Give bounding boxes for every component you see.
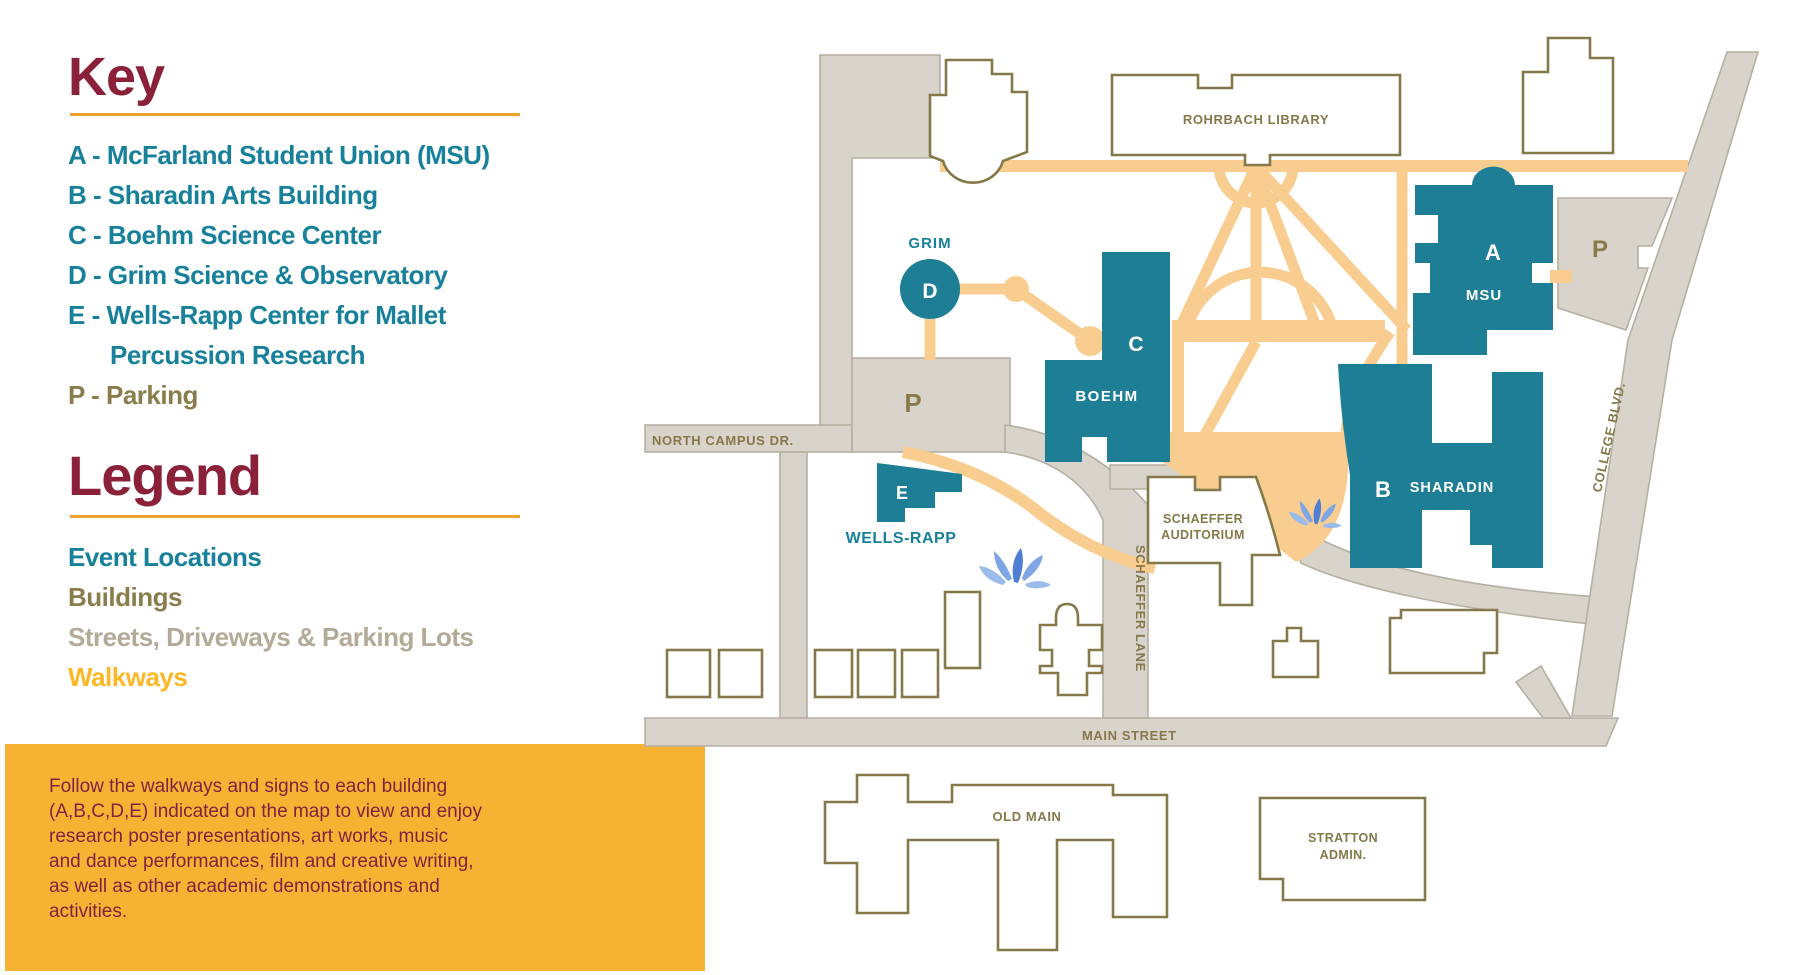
- note-box: Follow the walkways and signs to each bu…: [5, 744, 705, 971]
- note-line: and dance performances, film and creativ…: [49, 851, 474, 872]
- walkway-node-2: [1075, 326, 1105, 356]
- label-parking-main: P: [904, 388, 921, 418]
- building-grim: [900, 259, 960, 319]
- note-line: research poster presentations, art works…: [49, 826, 449, 847]
- key-underline: [70, 113, 520, 116]
- building-small-2: [717, 648, 764, 699]
- walkway-lower-band: [1172, 320, 1385, 342]
- building-east-small: [1388, 608, 1499, 675]
- label-old-main: OLD MAIN: [992, 809, 1061, 824]
- key-item-d: D - Grim Science & Observatory: [68, 260, 448, 290]
- building-stratton-admin: [1258, 796, 1427, 902]
- road-south-driveway: [779, 451, 808, 719]
- label-grim: GRIM: [908, 235, 951, 252]
- walkway-top-band: [940, 160, 1688, 172]
- building-chapel: [1038, 602, 1104, 697]
- building-northwest: [928, 58, 1029, 184]
- note-text: Follow the walkways and signs to each bu…: [49, 774, 482, 924]
- walkway-spoke-3: [1250, 164, 1324, 334]
- legend-underline: [70, 515, 520, 518]
- legend-item-buildings: Buildings: [68, 582, 182, 612]
- note-line: Follow the walkways and signs to each bu…: [49, 776, 448, 797]
- building-small-5: [900, 648, 940, 699]
- key-list: A - McFarland Student Union (MSU) B - Sh…: [68, 138, 490, 418]
- label-letter-a: A: [1485, 240, 1501, 265]
- labels-layer: ROHRBACH LIBRARY GRIM D C BOEHM A MSU B …: [652, 112, 1628, 862]
- building-msu: [1413, 166, 1553, 355]
- label-parking-ne: P: [1592, 236, 1608, 263]
- fountain-west: [979, 548, 1051, 589]
- building-rohrbach-library: [1110, 73, 1402, 167]
- walkway-arc-large: [1181, 266, 1339, 332]
- label-stratton-2: ADMIN.: [1320, 848, 1367, 862]
- note-line: as well as other academic demonstrations…: [49, 876, 440, 897]
- key-item-p: P - Parking: [68, 380, 198, 410]
- key-item-a: A - McFarland Student Union (MSU): [68, 140, 490, 170]
- building-tall-narrow: [943, 590, 982, 670]
- road-college-blvd-prong: [1514, 664, 1573, 719]
- label-stratton-1: STRATTON: [1308, 831, 1378, 845]
- note-line: (A,B,C,D,E) indicated on the map to view…: [49, 801, 483, 822]
- parking-lot-main: [851, 357, 1011, 453]
- key-item-e: E - Wells-Rapp Center for Mallet: [68, 300, 446, 330]
- building-sharadin: [1338, 364, 1543, 568]
- parking-lot-ne: [1557, 197, 1674, 332]
- label-msu: MSU: [1466, 287, 1502, 304]
- label-schaeffer-auditorium-2: AUDITORIUM: [1161, 528, 1245, 542]
- walkway-wellsrapp-curve: [901, 446, 1157, 574]
- building-l-shape: [1271, 626, 1320, 679]
- event-buildings-layer: [877, 166, 1553, 568]
- walkway-arc-small: [1213, 165, 1299, 209]
- walkway-msu-stub: [1550, 270, 1572, 283]
- label-rohrbach-library: ROHRBACH LIBRARY: [1183, 112, 1329, 127]
- buildings-outline-layer: [665, 36, 1615, 952]
- walkways-layer: [901, 160, 1688, 574]
- road-main-street: [644, 717, 1620, 747]
- label-schaeffer-lane: SCHAEFFER LANE: [1133, 545, 1148, 672]
- building-small-4: [856, 648, 897, 699]
- key-item-c: C - Boehm Science Center: [68, 220, 382, 250]
- building-northeast: [1521, 36, 1615, 155]
- label-letter-d: D: [922, 280, 937, 303]
- building-wellsrapp: [877, 463, 962, 522]
- label-boehm: BOEHM: [1075, 388, 1138, 405]
- building-old-main: [823, 773, 1169, 952]
- label-sharadin: SHARADIN: [1410, 480, 1495, 496]
- note-line: activities.: [49, 901, 128, 922]
- label-main-street: MAIN STREET: [1082, 728, 1177, 743]
- legend-item-streets: Streets, Driveways & Parking Lots: [68, 622, 474, 652]
- label-wellsrapp: WELLS-RAPP: [846, 530, 957, 547]
- legend-list: Event Locations Buildings Streets, Drive…: [68, 540, 474, 700]
- legend-title: Legend: [68, 444, 262, 507]
- building-small-3: [813, 648, 854, 699]
- walkway-spoke-1: [1173, 163, 1261, 335]
- building-schaeffer-auditorium: [1146, 475, 1282, 607]
- legend-item-walkways: Walkways: [68, 662, 188, 692]
- walkway-node-1: [1003, 276, 1029, 302]
- key-item-b: B - Sharadin Arts Building: [68, 180, 378, 210]
- walkway-vertical: [1172, 320, 1184, 465]
- label-north-campus-dr: NORTH CAMPUS DR.: [652, 433, 794, 448]
- road-college-blvd: [1571, 51, 1760, 717]
- label-schaeffer-auditorium-1: SCHAEFFER: [1163, 512, 1243, 526]
- legend-item-event-locations: Event Locations: [68, 542, 262, 572]
- streets-layer: [644, 51, 1760, 747]
- building-boehm: [1045, 252, 1170, 462]
- building-small-1: [665, 648, 712, 699]
- label-letter-c: C: [1128, 333, 1143, 356]
- label-letter-e: E: [896, 483, 908, 503]
- key-item-e-line2: Percussion Research: [110, 340, 365, 370]
- key-title: Key: [68, 47, 165, 107]
- label-letter-b: B: [1375, 477, 1391, 502]
